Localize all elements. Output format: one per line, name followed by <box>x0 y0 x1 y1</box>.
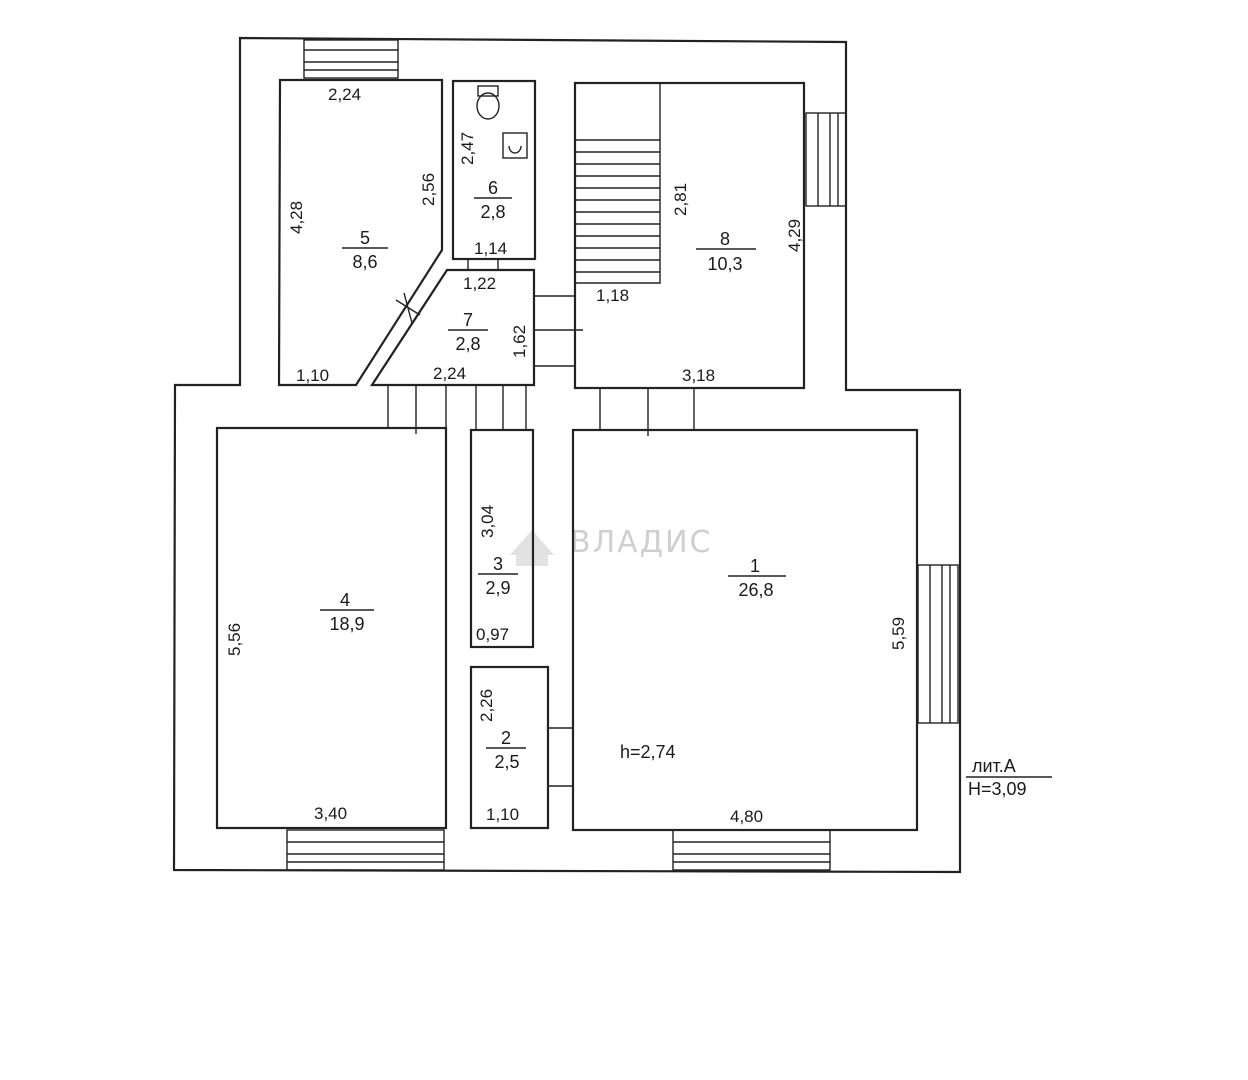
dim-r5-right: 2,56 <box>419 173 438 206</box>
room-4-outline <box>215 426 448 830</box>
dim-r5-left: 4,28 <box>287 201 306 234</box>
building-liter: лит.А <box>972 756 1016 776</box>
outer-wall <box>172 36 962 874</box>
room-label-6: 6 2,8 <box>474 178 512 222</box>
window-right-upper <box>805 112 847 207</box>
dim-r2-side: 2,26 <box>477 689 496 722</box>
dim-r1-bottom: 4,80 <box>730 807 763 826</box>
room-number: 1 <box>750 556 760 576</box>
toilet-icon <box>476 85 500 120</box>
dim-r7-side: 1,62 <box>510 325 529 358</box>
dim-r8-right: 4,29 <box>785 219 804 252</box>
door-room5-room7 <box>395 292 421 324</box>
room-area: 8,6 <box>352 252 377 272</box>
room-number: 6 <box>488 178 498 198</box>
dim-r4-left: 5,56 <box>225 623 244 656</box>
room-label-7: 7 2,8 <box>448 310 488 354</box>
dim-r6-bottom: 1,14 <box>474 239 507 258</box>
dim-r8-stair: 2,81 <box>671 183 690 216</box>
sink-icon <box>502 132 528 159</box>
room-6-outline <box>451 79 537 261</box>
ceiling-height-label: h=2,74 <box>620 742 676 762</box>
room-3-outline <box>469 428 535 649</box>
room-area: 18,9 <box>329 614 364 634</box>
dim-r6-side: 2,47 <box>458 132 477 165</box>
room-1-outline <box>571 428 919 832</box>
door-room2-room1 <box>548 727 573 787</box>
window-top-left <box>303 39 399 79</box>
window-bottom-right <box>672 829 831 871</box>
dim-r3-side: 3,04 <box>478 505 497 538</box>
dim-r7-top: 1,22 <box>463 274 496 293</box>
dim-r5-top: 2,24 <box>328 85 361 104</box>
door-room7-room3 <box>475 385 527 430</box>
building-info: лит.А Н=3,09 <box>966 756 1052 799</box>
window-right-lower <box>917 564 959 724</box>
room-number: 4 <box>340 590 350 610</box>
room-label-1: 1 26,8 <box>728 556 786 600</box>
room-2-outline <box>469 665 550 830</box>
dim-r7-bottom: 2,24 <box>433 364 466 383</box>
dim-r3-bottom: 0,97 <box>476 625 509 644</box>
door-room8-room1 <box>599 388 695 436</box>
door-room6-room7 <box>467 259 499 270</box>
room-area: 2,8 <box>455 334 480 354</box>
room-label-5: 5 8,6 <box>342 228 388 272</box>
room-label-8: 8 10,3 <box>696 229 756 274</box>
door-room7-room4 <box>387 385 447 434</box>
watermark: ВЛАДИС <box>510 525 713 566</box>
room-7-outline <box>369 268 536 387</box>
room-number: 3 <box>493 554 503 574</box>
room-area: 2,5 <box>494 752 519 772</box>
room-number: 5 <box>360 228 370 248</box>
room-label-4: 4 18,9 <box>320 590 374 634</box>
dim-r5-bottom: 1,10 <box>296 366 329 385</box>
room-area: 2,9 <box>485 578 510 598</box>
room-area: 26,8 <box>738 580 773 600</box>
staircase <box>575 83 661 284</box>
room-label-2: 2 2,5 <box>486 728 526 772</box>
dim-r4-bottom: 3,40 <box>314 804 347 823</box>
room-area: 10,3 <box>707 254 742 274</box>
dim-r8-bottom: 3,18 <box>682 366 715 385</box>
dim-r1-right: 5,59 <box>889 617 908 650</box>
dim-r8-stair-width: 1,18 <box>596 286 629 305</box>
room-number: 7 <box>463 310 473 330</box>
window-bottom-left <box>286 829 445 871</box>
door-room7-room8 <box>534 295 583 367</box>
room-number: 2 <box>501 728 511 748</box>
room-label-3: 3 2,9 <box>478 554 518 598</box>
room-area: 2,8 <box>480 202 505 222</box>
dim-r2-bottom: 1,10 <box>486 805 519 824</box>
room-5-outline <box>277 78 444 387</box>
building-height: Н=3,09 <box>968 779 1027 799</box>
room-number: 8 <box>720 229 730 249</box>
watermark-text: ВЛАДИС <box>570 525 713 560</box>
